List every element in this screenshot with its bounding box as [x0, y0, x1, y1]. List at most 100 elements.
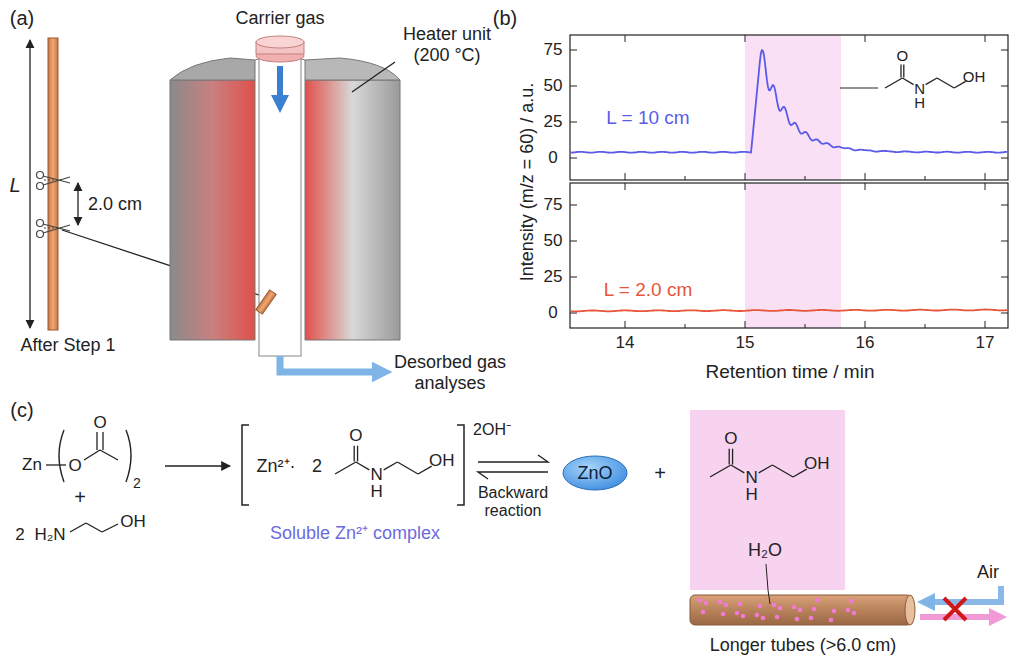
- bond-line: [865, 35, 866, 42]
- bond-line: [96, 432, 97, 450]
- bond-line: [685, 324, 686, 328]
- water-dot: [778, 606, 783, 611]
- bond-line: [985, 183, 986, 190]
- bond-line: [732, 449, 733, 465]
- water-dot: [718, 600, 723, 605]
- water-dot: [815, 598, 820, 603]
- axis-title: Retention time / min: [706, 361, 875, 383]
- plus-sign: +: [74, 486, 86, 509]
- bond-line: [570, 158, 577, 159]
- water-dot: [758, 604, 763, 609]
- water-dot: [721, 612, 726, 617]
- panel-label: (b): [493, 7, 517, 30]
- atom-label: OH: [804, 454, 830, 474]
- water-dot: [724, 603, 729, 608]
- atom-label: N: [745, 468, 757, 488]
- bond-line: [570, 277, 577, 278]
- water-dot: [698, 598, 703, 603]
- bond-line: [46, 464, 66, 465]
- tick-label: 75: [544, 40, 563, 60]
- water-dot: [704, 601, 709, 606]
- bond-line: [625, 35, 626, 42]
- bond-line: [102, 524, 118, 532]
- panel-label: (a): [10, 7, 34, 30]
- coefficient-label: 2: [15, 525, 24, 545]
- bond-line: [102, 432, 103, 450]
- water-dot: [849, 599, 854, 604]
- bond-line: [729, 449, 730, 465]
- bond-line: [926, 78, 937, 85]
- bond-line: [865, 321, 866, 328]
- water-dot: [735, 611, 740, 616]
- panel-label: (c): [10, 399, 33, 422]
- bond-line: [805, 324, 806, 328]
- ms-trace: [571, 310, 1007, 312]
- caption-label: Longer tubes (>6.0 cm): [710, 635, 897, 656]
- bond-line: [1001, 50, 1008, 51]
- water-dot: [755, 613, 760, 618]
- dimension-label: 2.0 cm: [88, 194, 142, 215]
- water-dot: [846, 608, 851, 613]
- bond-line: [903, 64, 904, 77]
- water-dot: [798, 608, 803, 613]
- bond-line: [86, 523, 102, 532]
- water-dot: [761, 616, 766, 621]
- water-dot: [741, 614, 746, 619]
- bond-line: [925, 176, 926, 180]
- bond-line: [625, 173, 626, 180]
- ion-label: Zn²⁺·: [257, 456, 296, 477]
- tick-label: 50: [544, 76, 563, 96]
- bond-line: [356, 462, 369, 470]
- node-text: ZnO: [577, 463, 612, 484]
- water-dot: [775, 615, 780, 620]
- atom-label: OH: [429, 451, 455, 471]
- bond-line: [384, 462, 398, 470]
- molecule-label: H₂O: [748, 540, 782, 561]
- bond-line: [902, 78, 913, 85]
- bond-line: [1001, 277, 1008, 278]
- gas-label: Air: [977, 562, 999, 583]
- series-label: L = 2.0 cm: [604, 279, 693, 301]
- plus-sign: +: [654, 462, 666, 485]
- bond-line: [1001, 205, 1008, 206]
- bond-line: [70, 523, 86, 532]
- bond-line: [985, 173, 986, 180]
- dimension-label: L: [9, 174, 20, 197]
- tick-label: 50: [544, 231, 563, 251]
- bond-line: [1001, 241, 1008, 242]
- water-dot: [809, 616, 814, 621]
- bond-line: [625, 321, 626, 328]
- bond-line: [759, 465, 773, 473]
- bond-line: [710, 465, 731, 477]
- callout-label: Heater unit (200 °C): [391, 24, 503, 65]
- bond-line: [731, 465, 744, 473]
- node-outline: [690, 410, 845, 590]
- bond-line: [1001, 313, 1008, 314]
- tick-label: 25: [544, 267, 563, 287]
- counter-ion-label: 2OH⁻: [473, 421, 511, 439]
- callout-label: Desorbed gas analyses: [390, 352, 510, 393]
- bond-line: [100, 450, 118, 460]
- bond-line: [1001, 122, 1008, 123]
- bond-line: [772, 465, 793, 477]
- water-dot: [832, 609, 837, 614]
- atom-label: O: [349, 426, 362, 446]
- bond-line: [865, 183, 866, 190]
- bond-line: [1001, 86, 1008, 87]
- coefficient-label: 2: [312, 456, 322, 477]
- atom-label: O: [724, 429, 737, 449]
- atom-label: OH: [963, 68, 986, 85]
- zno-particle: ZnO: [562, 455, 628, 491]
- atom-label: H: [370, 482, 382, 502]
- water-dot: [792, 605, 797, 610]
- bond-line: [570, 313, 577, 314]
- atom-label: O: [897, 47, 909, 64]
- bond-line: [805, 176, 806, 180]
- tick-label: 16: [856, 333, 875, 353]
- bond-line: [745, 35, 746, 42]
- tick-label: 75: [544, 195, 563, 215]
- water-dot: [772, 603, 777, 608]
- bond-line: [745, 173, 746, 180]
- tick-label: 25: [544, 112, 563, 132]
- gas-label: Carrier gas: [235, 8, 324, 29]
